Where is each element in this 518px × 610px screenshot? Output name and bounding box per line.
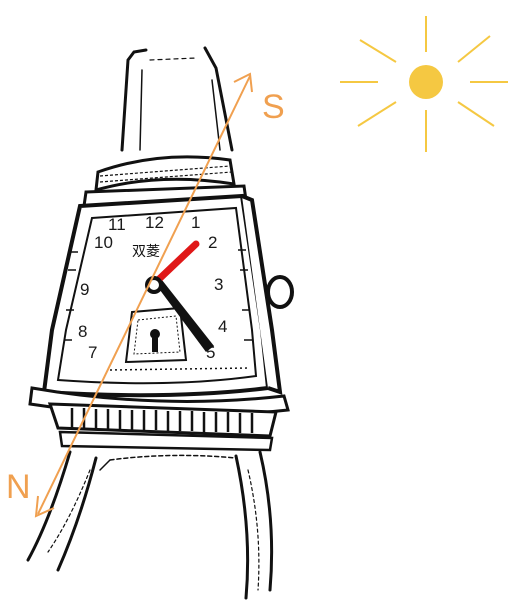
south-label: S — [262, 88, 285, 126]
north-label: N — [6, 468, 31, 506]
watch-strap-top — [122, 48, 232, 150]
dial-number-12: 12 — [145, 213, 164, 232]
watch-strap-bottom — [28, 452, 272, 598]
dial-number-11: 11 — [108, 215, 126, 234]
dial-number-10: 10 — [94, 233, 113, 252]
sun-icon — [340, 16, 508, 152]
watch-bottom-bands — [30, 388, 288, 450]
dial-number-4: 4 — [218, 317, 227, 336]
dial-number-3: 3 — [214, 275, 223, 294]
brand-mark: 双菱 — [132, 244, 160, 260]
dial-number-1: 1 — [191, 213, 200, 232]
dial-number-8: 8 — [78, 322, 87, 341]
dial-number-2: 2 — [208, 233, 217, 252]
dial-number-9: 9 — [80, 280, 89, 299]
dial-number-7: 7 — [88, 343, 97, 362]
